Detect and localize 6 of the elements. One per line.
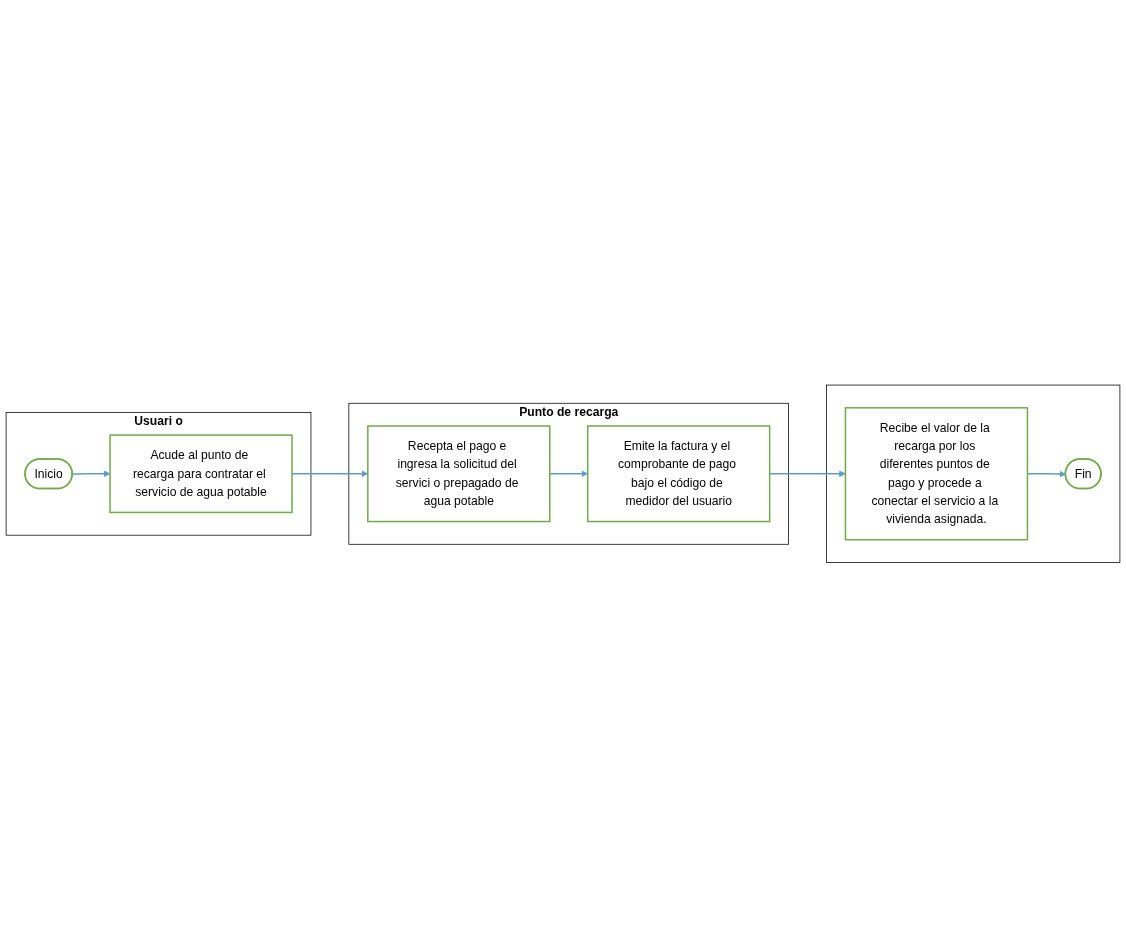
node-box: Acude al punto de recarga para contratar el servicio de agua potable — [109, 434, 293, 514]
node-box: Recepta el pago e ingresa la solicitud del servici o prepagado de agua potable — [367, 425, 551, 523]
arrow — [549, 470, 588, 478]
node-box: Recibe el valor de la recarga por los diferentes puntos de pago y procede a conectar el servicio a la vivienda asignada. — [844, 407, 1029, 541]
node-box: Emite la factura y el comprobante de pago bajo el código de medidor del usuario — [586, 425, 771, 523]
cluster — [826, 384, 1121, 564]
